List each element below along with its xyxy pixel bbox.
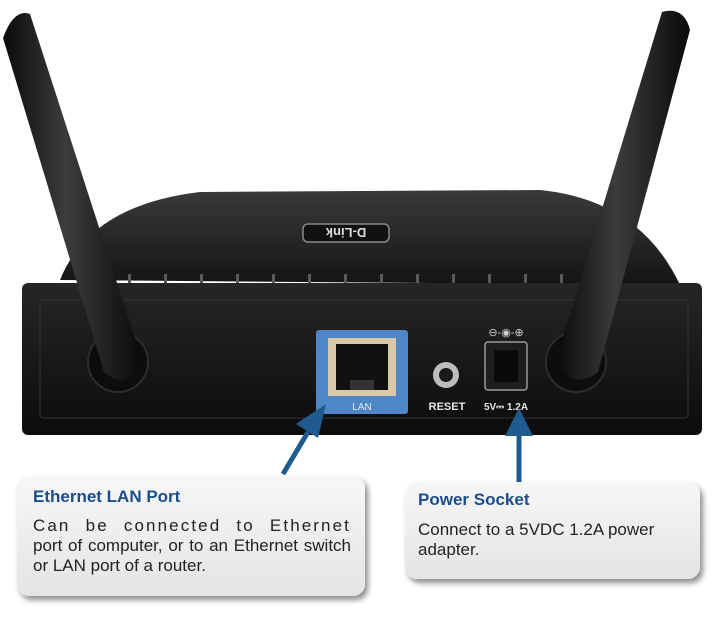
lan-port-callout: Ethernet LAN Port Can be connected to Et… xyxy=(17,476,365,596)
power-arrow xyxy=(505,408,533,482)
svg-text:⊖-◉-⊕: ⊖-◉-⊕ xyxy=(488,327,523,339)
power-callout-description: Connect to a 5VDC 1.2A power adapter. xyxy=(418,520,655,559)
power-socket: ⊖-◉-⊕ 5V⎓ 1.2A xyxy=(484,327,528,413)
reset-button: RESET xyxy=(429,362,466,413)
power-callout-title: Power Socket xyxy=(418,490,530,509)
lan-arrow xyxy=(280,404,326,476)
lan-port: LAN xyxy=(316,330,408,414)
power-label: 5V⎓ 1.2A xyxy=(484,402,528,413)
lan-callout-desc-rest: port of computer, or to an Ethernet swit… xyxy=(33,536,351,575)
lan-callout-description: Can be connected to Ethernet port of com… xyxy=(33,516,351,576)
lan-callout-desc-line1: Can be connected to Ethernet xyxy=(33,516,351,535)
lan-callout-title: Ethernet LAN Port xyxy=(33,487,181,506)
left-antenna xyxy=(3,13,142,380)
reset-label: RESET xyxy=(429,401,466,413)
logo-text: D-Link xyxy=(325,225,366,240)
power-socket-callout: Power Socket Connect to a 5VDC 1.2A powe… xyxy=(405,482,700,579)
right-antenna xyxy=(556,10,690,380)
dlink-logo: D-Link xyxy=(302,223,390,243)
lan-port-label: LAN xyxy=(352,402,371,413)
